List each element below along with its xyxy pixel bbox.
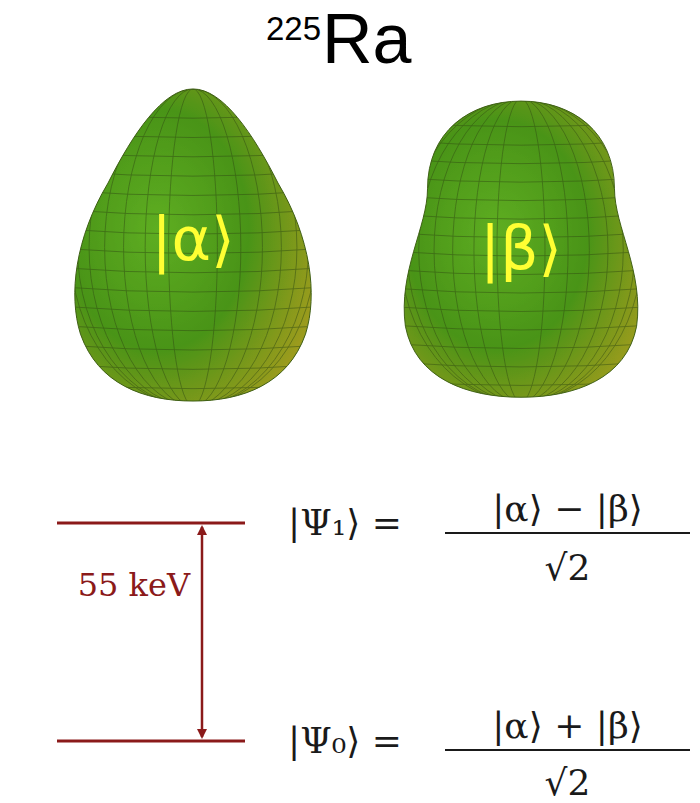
deformed-nucleus: |α⟩ [68,84,318,406]
state-label: |α⟩ [151,209,234,269]
fraction-numerator: |α⟩ + |β⟩ [445,708,690,744]
fraction-numerator: |α⟩ − |β⟩ [445,491,690,527]
fraction-bar [445,532,690,534]
element-symbol: Ra [322,4,411,74]
upper-level-line [57,522,245,525]
state-name: |Ψ₁⟩ = [252,505,438,541]
energy-gap-arrow [201,527,204,737]
fraction-denominator: √2 [445,765,690,801]
energy-gap-label: 55 keV [40,569,190,601]
lower-level-line [57,740,245,743]
state-name: |Ψ₀⟩ = [252,723,438,759]
fraction-bar [445,749,690,751]
state-label: |β⟩ [480,218,562,278]
fraction-denominator: √2 [445,550,690,586]
deformed-nucleus: |β⟩ [398,94,644,402]
mass-number: 225 [266,12,321,45]
